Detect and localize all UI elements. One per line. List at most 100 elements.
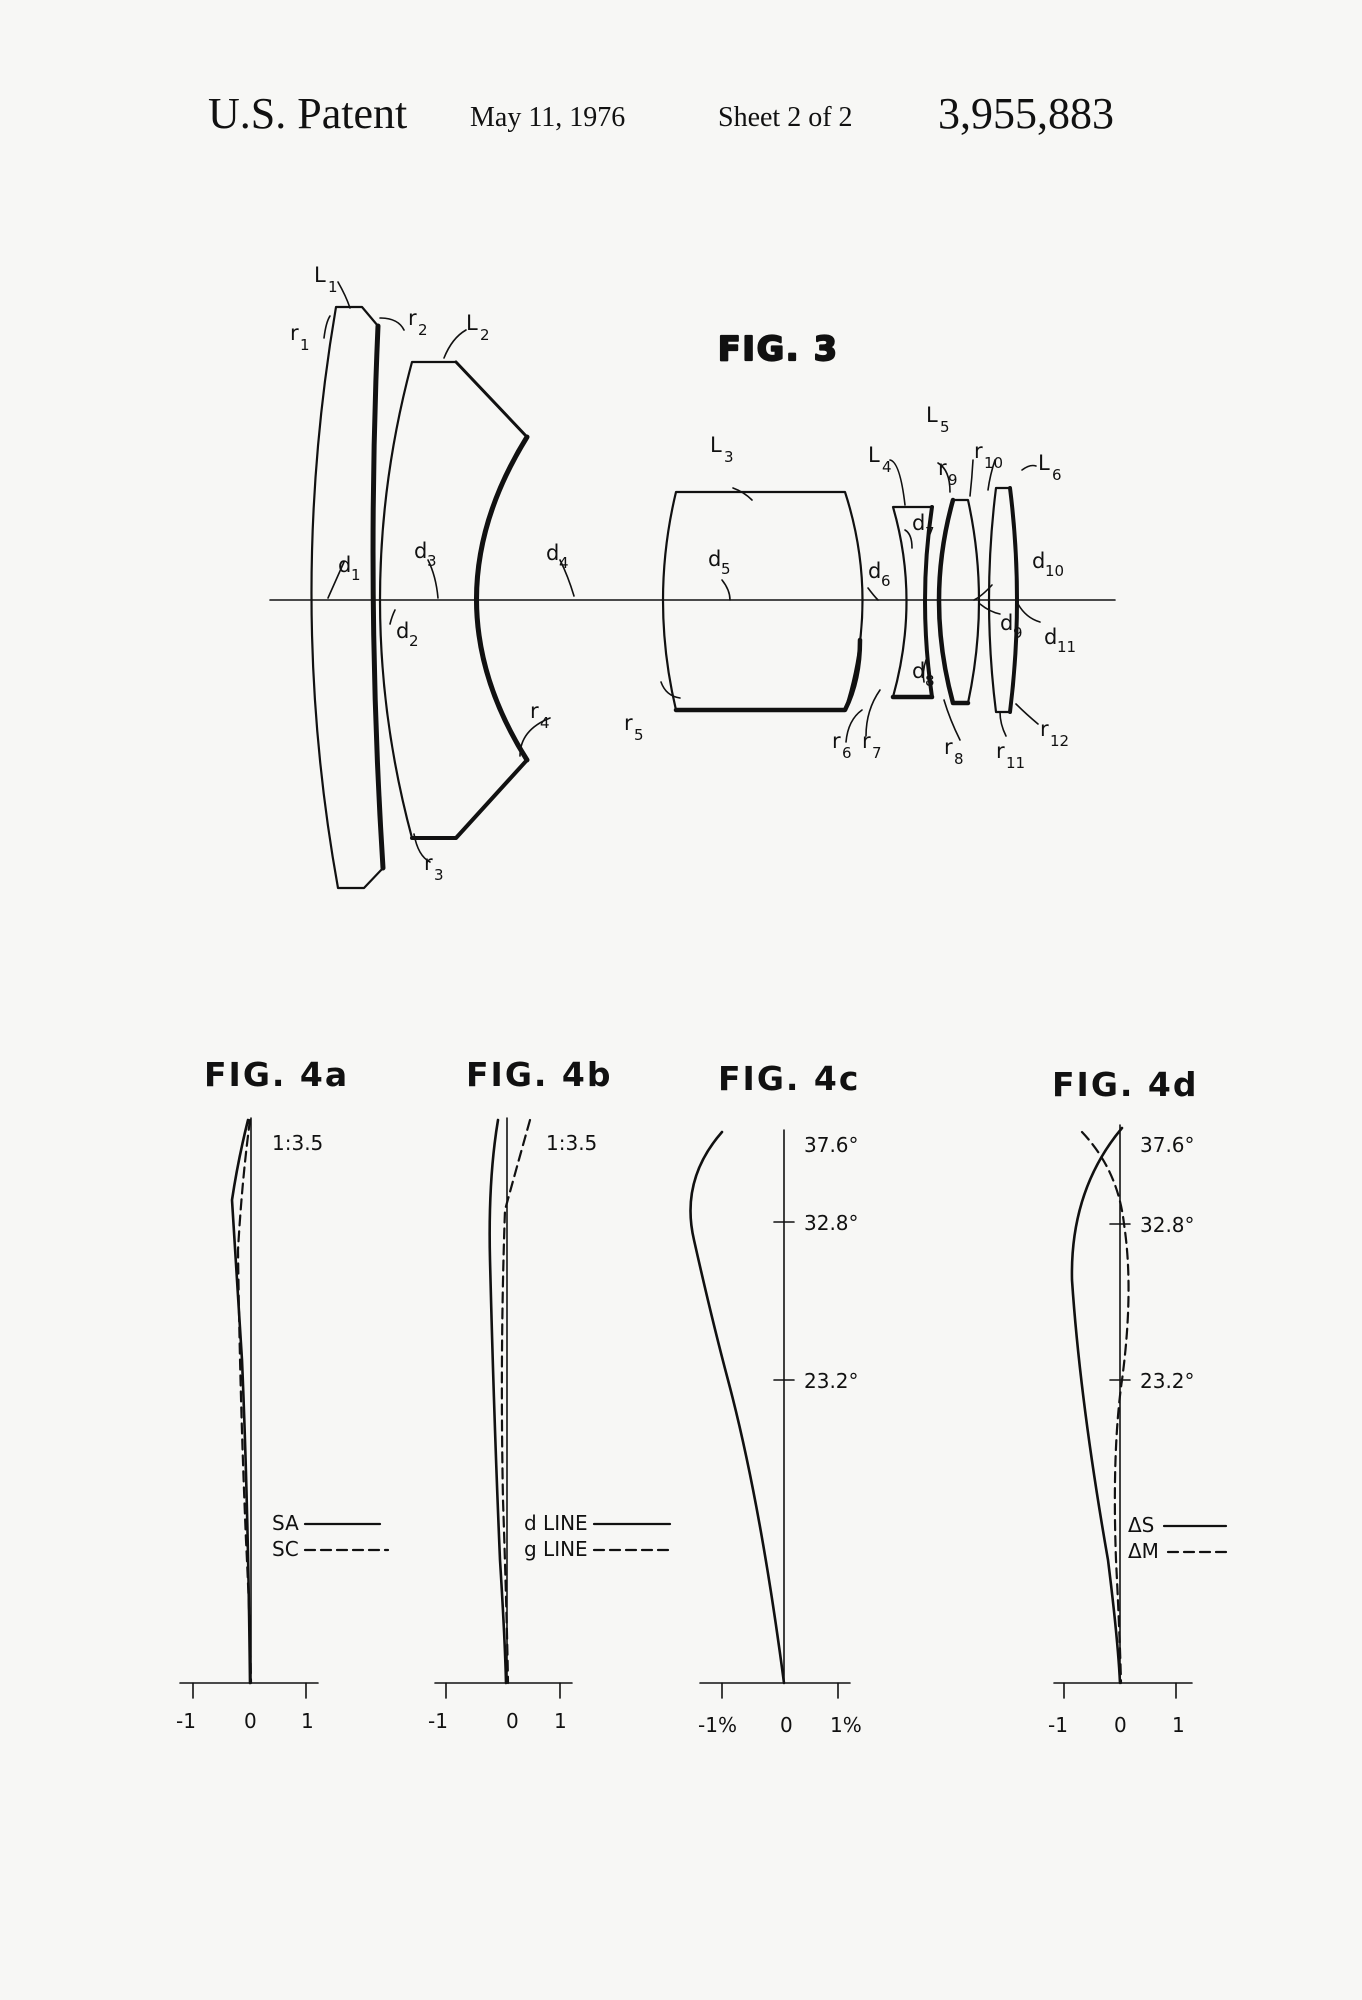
fig4c-angle-32: 32.8° xyxy=(804,1211,859,1235)
label-l2: L xyxy=(466,311,478,335)
fig4d-legend-ds: ΔS xyxy=(1128,1513,1154,1537)
label-r10: r xyxy=(974,439,983,463)
svg-text:6: 6 xyxy=(842,744,852,762)
fig4b-legend-dline: d LINE xyxy=(524,1511,588,1535)
label-r12: r xyxy=(1040,717,1049,741)
fig4a-title: FIG. 4a xyxy=(204,1055,349,1094)
fig4c-title: FIG. 4c xyxy=(718,1059,860,1098)
fig4c-distortion-curve xyxy=(689,1130,786,1685)
label-r9: r xyxy=(938,456,947,480)
label-r4: r xyxy=(530,699,539,723)
svg-text:7: 7 xyxy=(925,524,935,542)
label-d9: d xyxy=(1000,611,1013,635)
fig4a-tick-neg: -1 xyxy=(176,1709,196,1733)
svg-text:5: 5 xyxy=(634,726,644,744)
sheet-number: Sheet 2 of 2 xyxy=(718,102,853,133)
svg-text:6: 6 xyxy=(1052,466,1062,484)
fig4c-tick-pos: 1% xyxy=(830,1713,862,1737)
svg-text:3: 3 xyxy=(427,552,437,570)
label-d4: d xyxy=(546,541,559,565)
svg-text:8: 8 xyxy=(925,672,935,690)
svg-text:4: 4 xyxy=(882,458,892,476)
svg-text:4: 4 xyxy=(559,554,569,572)
label-r2: r xyxy=(408,306,417,330)
svg-text:1: 1 xyxy=(351,566,361,584)
fig4c-tick-neg: -1% xyxy=(698,1713,737,1737)
label-l6: L xyxy=(1038,451,1050,475)
label-r11: r xyxy=(996,739,1005,763)
label-l4: L xyxy=(868,443,880,467)
label-d2: d xyxy=(396,619,409,643)
fig4b-tick-zero: 0 xyxy=(506,1709,519,1733)
patent-number: 3,955,883 xyxy=(938,89,1114,138)
svg-text:10: 10 xyxy=(1045,562,1064,580)
label-r7: r xyxy=(862,729,871,753)
fig4d-tick-zero: 0 xyxy=(1114,1713,1127,1737)
label-r8: r xyxy=(944,735,953,759)
svg-text:11: 11 xyxy=(1006,754,1025,772)
label-d5: d xyxy=(708,547,721,571)
label-l1: L xyxy=(314,263,326,287)
svg-text:2: 2 xyxy=(418,321,428,339)
label-d10: d xyxy=(1032,549,1045,573)
fig4b-title: FIG. 4b xyxy=(466,1055,613,1094)
label-d7: d xyxy=(912,511,925,535)
svg-text:10: 10 xyxy=(984,454,1003,472)
fig4a-sc-curve xyxy=(236,1118,253,1685)
fig4d-angle-23: 23.2° xyxy=(1140,1369,1195,1393)
fig4a-sa-curve xyxy=(230,1118,252,1685)
fig4c-angle-37: 37.6° xyxy=(804,1133,859,1157)
label-d3: d xyxy=(414,539,427,563)
fig4a-legend-sc: SC xyxy=(272,1537,299,1561)
patent-date: May 11, 1976 xyxy=(470,102,626,133)
fig4b-dline-curve xyxy=(488,1118,508,1685)
svg-text:1: 1 xyxy=(328,278,338,296)
fig4d-tick-neg: -1 xyxy=(1048,1713,1068,1737)
svg-text:8: 8 xyxy=(954,750,964,768)
label-d11: d xyxy=(1044,625,1057,649)
fig4a-tick-zero: 0 xyxy=(244,1709,257,1733)
svg-text:7: 7 xyxy=(872,744,882,762)
fig4b-gline-curve xyxy=(500,1118,532,1685)
label-d6: d xyxy=(868,559,881,583)
fig4b-aperture: 1:3.5 xyxy=(546,1131,597,1155)
svg-text:11: 11 xyxy=(1057,638,1076,656)
svg-text:9: 9 xyxy=(948,471,958,489)
svg-text:3: 3 xyxy=(434,866,444,884)
svg-text:5: 5 xyxy=(721,560,731,578)
fig4d-tick-pos: 1 xyxy=(1172,1713,1185,1737)
fig4d-legend-dm: ΔM xyxy=(1128,1539,1159,1563)
svg-text:9: 9 xyxy=(1013,624,1023,642)
fig4b-tick-neg: -1 xyxy=(428,1709,448,1733)
svg-text:5: 5 xyxy=(940,418,950,436)
svg-text:3: 3 xyxy=(724,448,734,466)
fig4d-angle-32: 32.8° xyxy=(1140,1213,1195,1237)
fig4c-tick-zero: 0 xyxy=(780,1713,793,1737)
fig4b-legend-gline: g LINE xyxy=(524,1537,588,1561)
lens-l3 xyxy=(661,490,864,712)
patent-label: U.S. Patent xyxy=(208,89,408,138)
fig4a-legend-sa: SA xyxy=(272,1511,299,1535)
fig4b-tick-pos: 1 xyxy=(554,1709,567,1733)
fig4d-ds-curve xyxy=(1070,1126,1124,1685)
label-r1: r xyxy=(290,321,299,345)
svg-text:2: 2 xyxy=(480,326,490,344)
fig4d-title: FIG. 4d xyxy=(1052,1065,1199,1104)
label-l3: L xyxy=(710,433,722,457)
fig3-title: FIG. 3 xyxy=(718,329,839,368)
svg-text:4: 4 xyxy=(540,714,550,732)
fig4d-dm-curve xyxy=(1080,1130,1130,1685)
svg-text:12: 12 xyxy=(1050,732,1069,750)
fig4a-tick-pos: 1 xyxy=(301,1709,314,1733)
svg-text:2: 2 xyxy=(409,632,419,650)
fig4d-angle-37: 37.6° xyxy=(1140,1133,1195,1157)
label-l5: L xyxy=(926,403,938,427)
label-r6: r xyxy=(832,729,841,753)
svg-text:6: 6 xyxy=(881,572,891,590)
label-r5: r xyxy=(624,711,633,735)
label-r3: r xyxy=(424,851,433,875)
fig4c-angle-23: 23.2° xyxy=(804,1369,859,1393)
fig4a-aperture: 1:3.5 xyxy=(272,1131,323,1155)
